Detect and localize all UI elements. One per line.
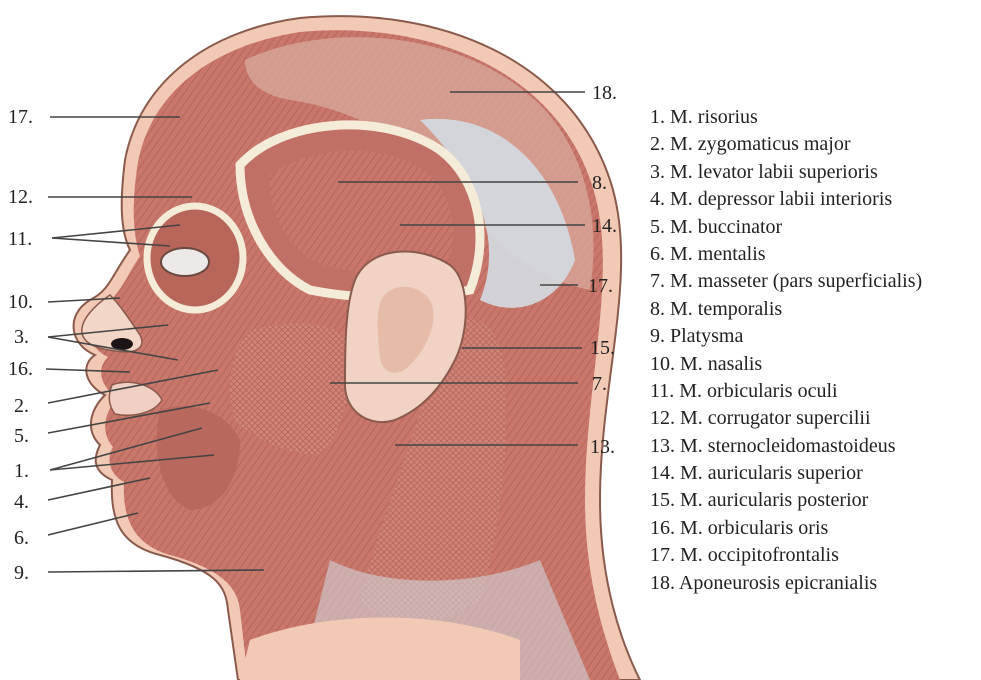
- legend-item: 16. M. orbicularis oris: [650, 515, 922, 542]
- callout-4: 4.: [14, 491, 29, 513]
- eye: [161, 248, 209, 276]
- legend-item: 17. M. occipitofrontalis: [650, 542, 922, 569]
- legend-item: 4. M. depressor labii interioris: [650, 186, 922, 213]
- muscle-legend: 1. M. risorius 2. M. zygomaticus major 3…: [650, 104, 922, 597]
- callout-9: 9.: [14, 562, 29, 584]
- legend-item: 18. Aponeurosis epicranialis: [650, 570, 922, 597]
- legend-item: 12. M. corrugator supercilii: [650, 405, 922, 432]
- callout-16: 16.: [8, 358, 33, 380]
- legend-item: 1. M. risorius: [650, 104, 922, 131]
- legend-item: 10. M. nasalis: [650, 351, 922, 378]
- legend-item: 15. M. auricularis posterior: [650, 487, 922, 514]
- callout-7: 7.: [592, 373, 607, 395]
- legend-item: 6. M. mentalis: [650, 241, 922, 268]
- callout-17-left: 17.: [8, 106, 33, 128]
- callout-14: 14.: [592, 215, 617, 237]
- callout-10: 10.: [8, 291, 33, 313]
- legend-item: 14. M. auricularis superior: [650, 460, 922, 487]
- callout-2: 2.: [14, 395, 29, 417]
- callout-17-right: 17.: [588, 275, 613, 297]
- callout-11: 11.: [8, 228, 32, 250]
- legend-item: 13. M. sternocleidomastoideus: [650, 433, 922, 460]
- callout-13: 13.: [590, 436, 615, 458]
- legend-item: 3. M. levator labii superioris: [650, 159, 922, 186]
- legend-item: 7. M. masseter (pars superficialis): [650, 268, 922, 295]
- callout-5: 5.: [14, 425, 29, 447]
- callout-18: 18.: [592, 82, 617, 104]
- callout-6: 6.: [14, 527, 29, 549]
- callout-8: 8.: [592, 172, 607, 194]
- legend-item: 11. M. orbicularis oculi: [650, 378, 922, 405]
- legend-item: 5. M. buccinator: [650, 214, 922, 241]
- callout-3: 3.: [14, 326, 29, 348]
- callout-1: 1.: [14, 460, 29, 482]
- legend-item: 2. M. zygomaticus major: [650, 131, 922, 158]
- callout-12: 12.: [8, 186, 33, 208]
- legend-item: 8. M. temporalis: [650, 296, 922, 323]
- legend-item: 9. Platysma: [650, 323, 922, 350]
- callout-15: 15.: [590, 337, 615, 359]
